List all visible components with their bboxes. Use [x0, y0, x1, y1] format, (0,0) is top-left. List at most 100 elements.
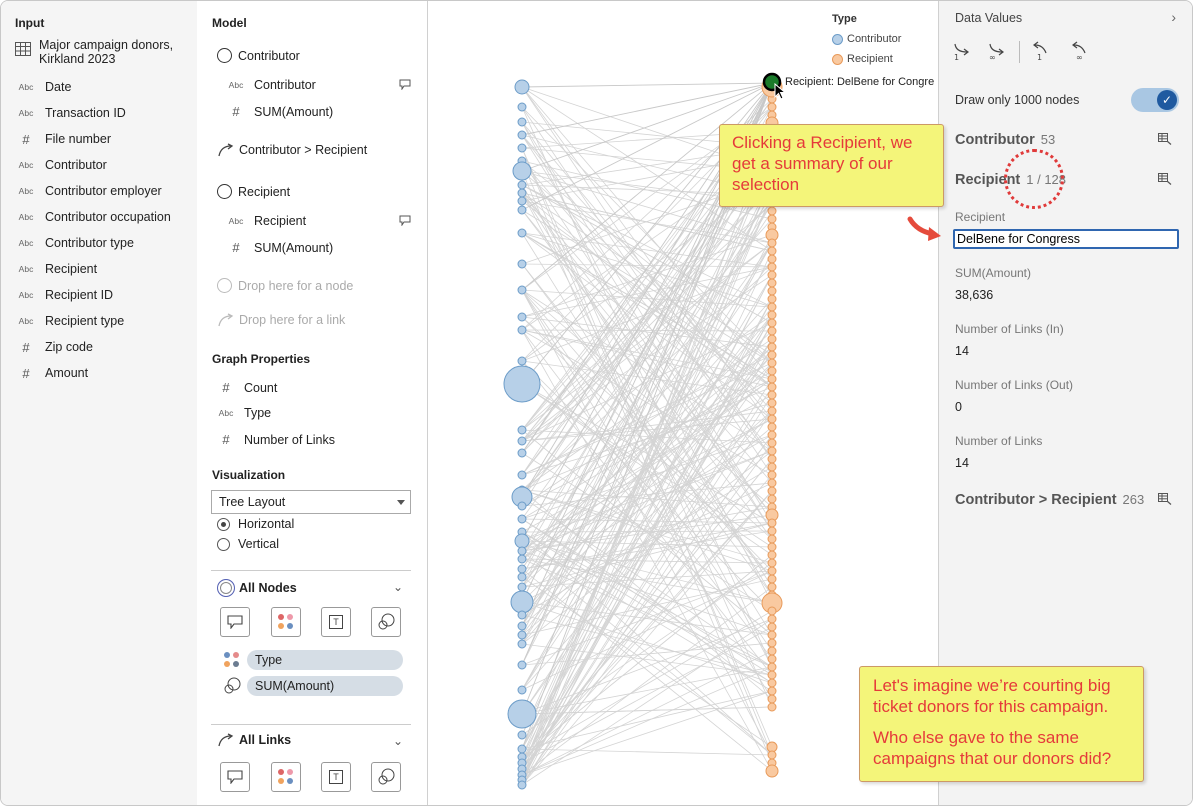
input-field[interactable]: #Amount — [15, 365, 88, 381]
chevron-right-icon[interactable]: › — [1171, 9, 1176, 25]
recipient-node[interactable] — [767, 646, 777, 656]
recipient-node[interactable] — [767, 350, 777, 360]
contributor-node[interactable] — [517, 582, 527, 592]
recipient-node[interactable] — [767, 454, 777, 464]
contributor-node[interactable] — [514, 79, 530, 95]
contributor-node[interactable] — [517, 630, 527, 640]
contributor-node[interactable] — [503, 365, 541, 403]
chevron-down-icon[interactable]: ⌄ — [392, 734, 403, 748]
table-view-icon[interactable] — [1158, 493, 1172, 505]
select-all-downstream-icon[interactable]: ∞ — [988, 41, 1006, 61]
contributor-node[interactable] — [517, 356, 527, 366]
contributor-node[interactable] — [517, 621, 527, 631]
recipient-node[interactable] — [767, 326, 777, 336]
draw-only-toggle[interactable]: ✓ — [1131, 88, 1179, 112]
contributor-node[interactable] — [517, 514, 527, 524]
recipient-node[interactable] — [767, 686, 777, 696]
recipient-node[interactable] — [767, 214, 777, 224]
select-first-downstream-icon[interactable]: 1 — [953, 41, 971, 61]
table-view-icon[interactable] — [1158, 133, 1172, 145]
contributor-node[interactable] — [517, 780, 527, 790]
contributor-node[interactable] — [517, 546, 527, 556]
recipient-node[interactable] — [767, 542, 777, 552]
recipient-node[interactable] — [767, 390, 777, 400]
recipient-node[interactable] — [767, 254, 777, 264]
recipient-node[interactable] — [767, 526, 777, 536]
recipient-node[interactable] — [767, 358, 777, 368]
contributor-sum-pill[interactable]: # SUM(Amount) — [227, 104, 333, 119]
contributor-node[interactable] — [517, 470, 527, 480]
contributor-node[interactable] — [517, 744, 527, 754]
input-field[interactable]: #Zip code — [15, 339, 93, 355]
recipient-node[interactable] — [767, 310, 777, 320]
contributor-node[interactable] — [517, 425, 527, 435]
recipient-node[interactable] — [767, 422, 777, 432]
contributor-node[interactable] — [517, 564, 527, 574]
recipient-node[interactable] — [767, 270, 777, 280]
recipient-node[interactable] — [767, 614, 777, 624]
contributor-node[interactable] — [517, 188, 527, 198]
recipient-node[interactable] — [767, 414, 777, 424]
contributor-node[interactable] — [507, 699, 537, 729]
contributor-node[interactable] — [517, 501, 527, 511]
recipient-node[interactable] — [767, 694, 777, 704]
recipient-node[interactable] — [767, 334, 777, 344]
link-label-button[interactable]: T — [321, 762, 351, 792]
recipient-node[interactable] — [767, 558, 777, 568]
recipient-node[interactable] — [767, 462, 777, 472]
layout-select[interactable]: Tree Layout — [211, 490, 411, 514]
input-field[interactable]: #File number — [15, 131, 111, 147]
recipient-node[interactable]: Recipient — [217, 184, 290, 199]
contributor-field-pill[interactable]: Abc Contributor — [227, 78, 316, 92]
recipient-node[interactable] — [767, 678, 777, 688]
contributor-node[interactable] — [512, 161, 532, 181]
contributor-node[interactable] — [517, 180, 527, 190]
contributor-node[interactable] — [517, 285, 527, 295]
recipient-node[interactable] — [767, 302, 777, 312]
recipient-node[interactable] — [767, 534, 777, 544]
recipient-node[interactable] — [767, 494, 777, 504]
color-pill[interactable]: Type — [247, 650, 403, 670]
recipient-node[interactable] — [767, 638, 777, 648]
recipient-node[interactable] — [767, 438, 777, 448]
link-size-button[interactable] — [371, 762, 401, 792]
contributor-node[interactable] — [517, 259, 527, 269]
tooltip-button[interactable] — [220, 607, 250, 637]
graph-property[interactable]: #Count — [217, 380, 277, 395]
size-pill[interactable]: SUM(Amount) — [247, 676, 403, 696]
recipient-node[interactable] — [767, 622, 777, 632]
recipient-node[interactable] — [765, 764, 779, 778]
recipient-node[interactable] — [767, 238, 777, 248]
recipient-node[interactable] — [767, 654, 777, 664]
contributor-node[interactable] — [517, 312, 527, 322]
contributor-node[interactable] — [517, 196, 527, 206]
recipient-node[interactable] — [767, 374, 777, 384]
contributor-node[interactable] — [517, 639, 527, 649]
recipient-node[interactable] — [767, 470, 777, 480]
legend-item-contributor[interactable]: Contributor — [832, 33, 901, 45]
orientation-horizontal[interactable]: Horizontal — [217, 517, 294, 531]
contributor-node[interactable] — [517, 448, 527, 458]
select-all-upstream-icon[interactable]: ∞ — [1070, 41, 1088, 61]
contributor-node[interactable] — [517, 554, 527, 564]
link-tooltip-button[interactable] — [220, 762, 250, 792]
contributor-node[interactable] — [517, 660, 527, 670]
recipient-value-field[interactable] — [953, 229, 1179, 249]
recipient-node[interactable] — [767, 486, 777, 496]
recipient-node[interactable] — [767, 430, 777, 440]
recipient-node[interactable] — [767, 566, 777, 576]
recipient-node[interactable] — [767, 246, 777, 256]
contributor-node[interactable] — [517, 143, 527, 153]
legend-item-recipient[interactable]: Recipient — [832, 53, 893, 65]
drop-node-target[interactable]: Drop here for a node — [217, 278, 353, 293]
